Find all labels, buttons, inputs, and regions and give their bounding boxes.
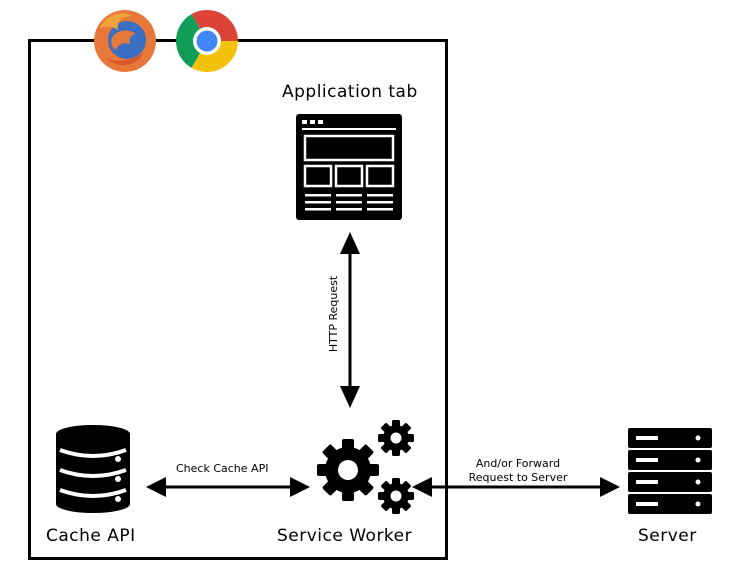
forward-label: And/or Forward Request to Server (456, 457, 580, 485)
database-icon (54, 424, 132, 514)
http-request-label: HTTP Request (327, 275, 340, 353)
http-request-arrow (338, 232, 362, 408)
check-cache-label: Check Cache API (176, 462, 269, 475)
server-icon (628, 428, 712, 514)
check-cache-arrow (146, 476, 310, 498)
browser-window-icon (296, 114, 402, 220)
forward-arrow (412, 476, 620, 498)
gears-icon (316, 418, 416, 518)
application-tab-label: Application tab (282, 82, 418, 102)
server-label: Server (638, 526, 697, 546)
browser-frame (28, 39, 448, 560)
forward-label-line1: And/or Forward (475, 457, 561, 470)
forward-label-line2: Request to Server (468, 471, 568, 484)
firefox-logo (92, 8, 158, 74)
chrome-logo (174, 8, 240, 74)
cache-api-label: Cache API (46, 526, 136, 546)
service-worker-label: Service Worker (277, 526, 413, 546)
